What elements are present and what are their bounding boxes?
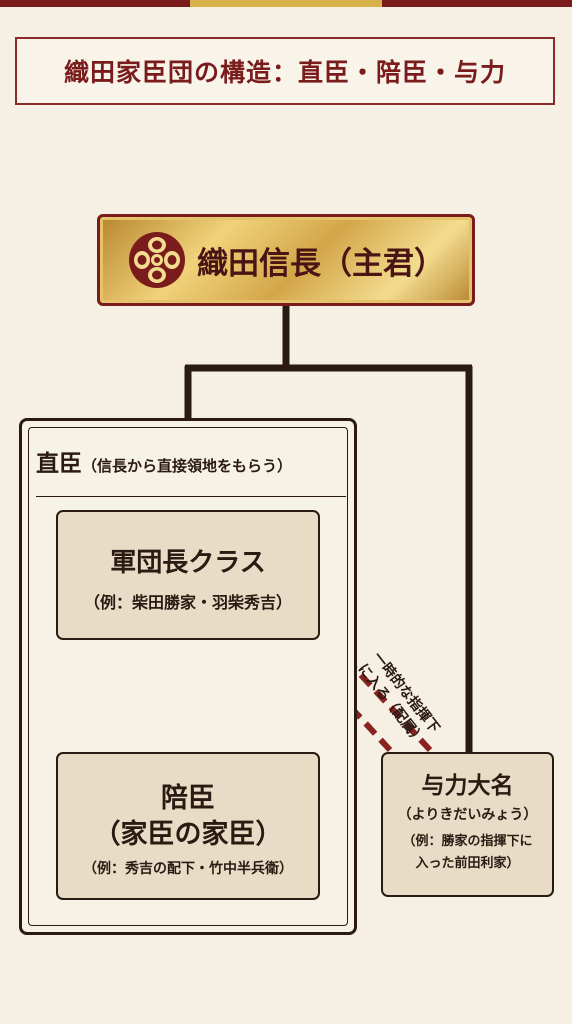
direct-retainer-heading-main: 直臣 <box>36 451 82 477</box>
assignment-arrow-2 <box>318 628 433 753</box>
page-title: 織田家臣団の構造：直臣・陪臣・与力 <box>63 58 506 87</box>
subvassal-card: 陪臣 （家臣の家臣） （例：秀吉の配下・竹中半兵衛） <box>56 752 320 900</box>
subvassal-example: （例：秀吉の配下・竹中半兵衛） <box>83 861 293 877</box>
yoriki-example-line1: （例：勝家の指揮下に <box>402 834 533 849</box>
direct-retainer-inner-border <box>28 427 348 926</box>
yoriki-title: 与力大名 <box>421 773 514 799</box>
subvassal-title: 陪臣 <box>161 783 215 814</box>
yoriki-daimyo-card: 与力大名 （よりきだいみょう） （例：勝家の指揮下に 入った前田利家） <box>381 752 554 897</box>
army-commander-title: 軍団長クラス <box>110 548 266 578</box>
direct-retainer-heading: 直臣（信長から直接領地をもらう） <box>36 444 346 497</box>
direct-retainer-heading-note: （信長から直接領地をもらう） <box>82 457 293 475</box>
yoriki-example-line2: 入った前田利家） <box>415 856 520 871</box>
lord-box: 織田信長（主君） <box>97 214 475 306</box>
army-commander-example: （例：柴田勝家・羽柴秀吉） <box>83 593 292 612</box>
army-commander-card: 軍団長クラス （例：柴田勝家・羽柴秀吉） <box>56 510 320 640</box>
title-box: 織田家臣団の構造：直臣・陪臣・与力 <box>15 37 555 105</box>
subvassal-title-note: （家臣の家臣） <box>93 819 283 850</box>
yoriki-reading: （よりきだいみょう） <box>397 807 538 823</box>
lord-label: 織田信長（主君） <box>197 245 445 282</box>
oda-mokko-crest-icon <box>129 232 185 288</box>
top-gold-accent <box>190 0 382 7</box>
